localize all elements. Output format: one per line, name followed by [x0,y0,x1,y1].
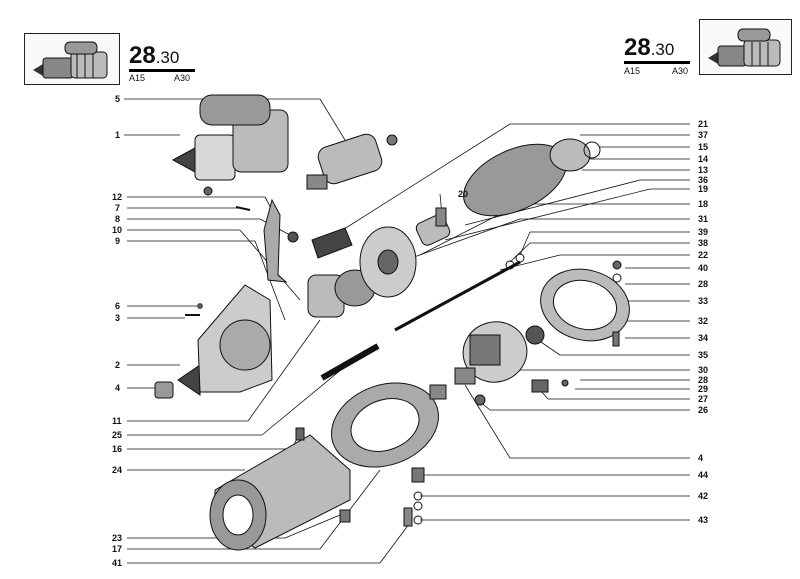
callout-label: 44 [698,470,709,480]
callout-label: 9 [115,236,121,246]
callout-label: 28 [698,375,709,385]
callout-label: 4 [698,453,704,463]
armature-part [415,138,601,246]
bearing-part [525,325,545,345]
callout-label: 8 [115,214,121,224]
starter-motor-icon [708,28,781,67]
callout-label: 15 [698,142,709,152]
yoke-part [209,427,351,551]
callout-label: 22 [698,250,709,260]
title-rule-right [624,61,690,64]
callout-label: 5 [115,94,121,104]
drive-end-housing-part [177,284,273,396]
cover-band-part [540,260,630,342]
callout-label: 11 [112,416,122,426]
washer-part [287,231,299,243]
field-coil-part [331,382,447,468]
callout-label: 20 [458,189,469,199]
bush-part [154,381,174,399]
callout-label: 32 [698,316,709,326]
callout-label: 25 [112,430,123,440]
callout-label: 19 [698,184,709,194]
callout-label: 23 [112,533,123,543]
callout-label: 12 [112,192,123,202]
variant-label-left-b: A30 [174,73,191,83]
callout-label: 30 [698,365,709,375]
title-rule-left [129,69,195,72]
fork-lever-part [263,198,288,283]
callout-label: 16 [112,444,123,454]
callout-label: 17 [112,544,123,554]
starter-thumbnail-left [24,33,120,85]
callout-label: 6 [115,301,121,311]
callout-label: 4 [115,383,121,393]
callout-label: 38 [698,238,709,248]
variant-label-right-b: A30 [672,66,689,76]
callout-label: 18 [698,199,709,209]
callout-label: 26 [698,405,709,415]
callout-label: 37 [698,130,709,140]
starter-thumbnail-right [699,19,792,75]
callout-label: 35 [698,350,709,360]
callout-label: 24 [112,465,123,475]
callout-label: 10 [112,225,123,235]
callout-label: 21 [698,119,709,129]
callout-label: 7 [115,203,121,213]
callout-label: 33 [698,296,709,306]
callout-label: 34 [698,333,709,343]
drive-clip-part [311,227,353,259]
callout-label: 1 [115,130,121,140]
callout-label: 43 [698,515,709,525]
variant-label-right-a: A15 [624,66,641,76]
page-number-right: 28.30 [624,34,675,61]
starter-assembly-part [171,94,289,196]
callout-label: 3 [115,313,121,323]
callout-label: 42 [698,491,709,501]
callout-label: 29 [698,384,709,394]
callout-label: 40 [698,263,709,273]
starter-motor-icon [33,41,108,79]
callout-label: 31 [698,214,709,224]
solenoid-part [306,133,398,190]
pinion-part [307,226,417,318]
callout-label: 14 [698,154,709,164]
page-number-left: 28.30 [129,42,180,69]
variant-label-left-a: A15 [129,73,146,83]
callout-label: 36 [698,175,709,185]
callout-label: 39 [698,227,709,237]
commutator-end-plate-part [454,321,569,406]
callout-label: 41 [112,558,123,568]
callout-label: 28 [698,279,709,289]
callout-label: 2 [115,360,121,370]
callout-label: 13 [698,165,709,175]
callout-label: 27 [698,394,709,404]
spring-part [435,207,447,227]
